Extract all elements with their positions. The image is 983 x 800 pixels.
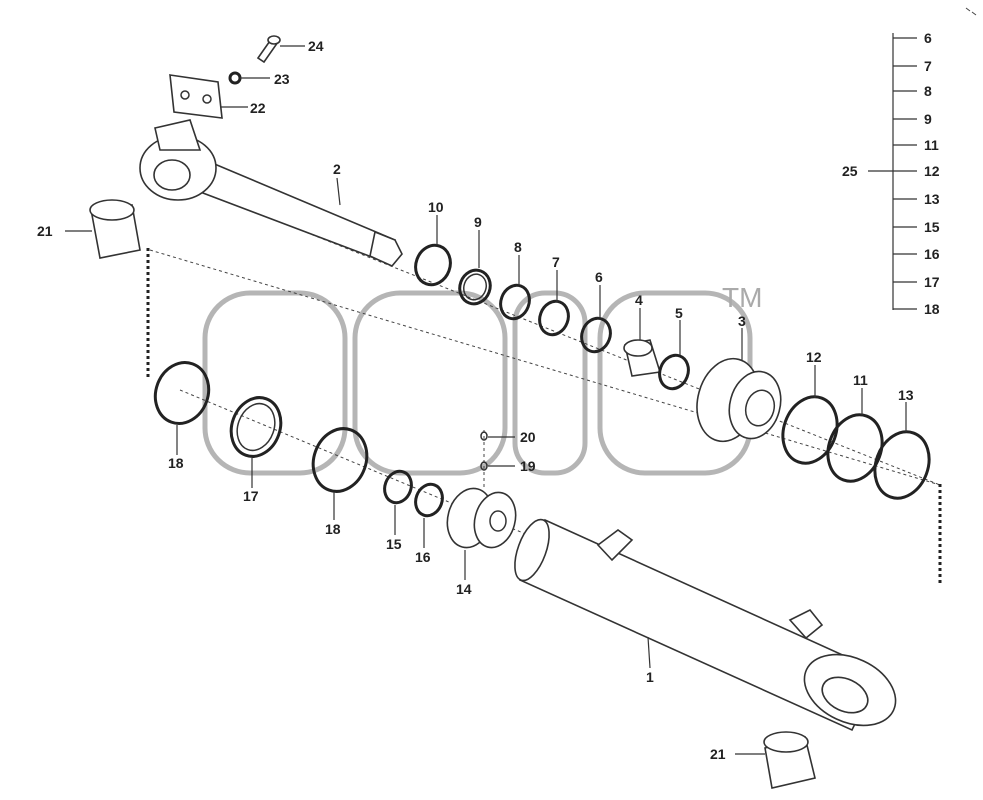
washer xyxy=(228,71,242,85)
kit-member-label: 16 xyxy=(924,246,940,262)
label-19: 19 xyxy=(520,458,536,474)
pin-20 xyxy=(480,431,488,441)
label-24: 24 xyxy=(308,38,324,54)
label-8: 8 xyxy=(514,239,522,255)
seal-17 xyxy=(229,396,283,458)
bushing-lower xyxy=(763,731,816,789)
watermark-tm: TM xyxy=(722,282,762,313)
bushing-upper xyxy=(89,199,141,259)
label-4: 4 xyxy=(635,292,643,308)
kit-member-label: 17 xyxy=(924,274,940,290)
seal-16 xyxy=(414,482,444,518)
label-18-left: 18 xyxy=(168,455,184,471)
label-21-upper: 21 xyxy=(37,223,53,239)
label-14: 14 xyxy=(456,581,472,597)
seal-11 xyxy=(826,413,884,483)
kit-parent-label: 25 xyxy=(842,163,858,179)
kit-member-label: 9 xyxy=(924,111,932,127)
pin-19 xyxy=(480,461,488,471)
label-13: 13 xyxy=(898,387,914,403)
label-22: 22 xyxy=(250,100,266,116)
upper-axis xyxy=(149,169,941,486)
label-16: 16 xyxy=(415,549,431,565)
kit-member-label: 6 xyxy=(924,30,932,46)
kit-member-label: 8 xyxy=(924,83,932,99)
kit-member-label: 15 xyxy=(924,219,940,235)
label-2: 2 xyxy=(333,161,341,177)
seal-5 xyxy=(658,353,690,391)
label-11: 11 xyxy=(853,372,868,388)
seal-kit-list: 25 6 7 8 9 11 12 13 15 16 17 18 xyxy=(842,30,940,317)
label-3: 3 xyxy=(738,313,746,329)
lower-axis xyxy=(149,249,941,486)
kit-member-label: 13 xyxy=(924,191,940,207)
lock-plate xyxy=(169,74,223,119)
seal-13 xyxy=(873,430,931,500)
corner-mark xyxy=(965,7,977,16)
leader-lines xyxy=(65,33,917,755)
label-18-right: 18 xyxy=(325,521,341,537)
kit-member-label: 7 xyxy=(924,58,932,74)
ring-18-left xyxy=(153,361,211,425)
seal-8 xyxy=(499,283,531,321)
kit-member-label: 12 xyxy=(924,163,940,179)
label-7: 7 xyxy=(552,254,560,270)
piston-rod xyxy=(139,119,403,267)
label-6: 6 xyxy=(595,269,603,285)
label-21-lower: 21 xyxy=(710,746,726,762)
label-20: 20 xyxy=(520,429,536,445)
gland-3 xyxy=(696,357,782,443)
seal-9 xyxy=(458,268,492,306)
label-17: 17 xyxy=(243,488,259,504)
label-9: 9 xyxy=(474,214,482,230)
label-1: 1 xyxy=(646,669,654,685)
seal-10 xyxy=(414,243,452,287)
label-23: 23 xyxy=(274,71,290,87)
seal-6 xyxy=(580,316,612,354)
seal-7 xyxy=(538,299,570,337)
cylinder-barrel xyxy=(514,518,897,732)
seal-15 xyxy=(383,469,413,505)
seal-12 xyxy=(781,395,839,465)
bolt xyxy=(256,35,281,64)
piston-14 xyxy=(446,487,517,549)
label-5: 5 xyxy=(675,305,683,321)
kit-member-label: 18 xyxy=(924,301,940,317)
label-15: 15 xyxy=(386,536,402,552)
label-10: 10 xyxy=(428,199,444,215)
kit-member-label: 11 xyxy=(924,137,939,153)
bushing-4 xyxy=(623,339,662,377)
ring-18-right xyxy=(311,427,369,493)
label-12: 12 xyxy=(806,349,822,365)
